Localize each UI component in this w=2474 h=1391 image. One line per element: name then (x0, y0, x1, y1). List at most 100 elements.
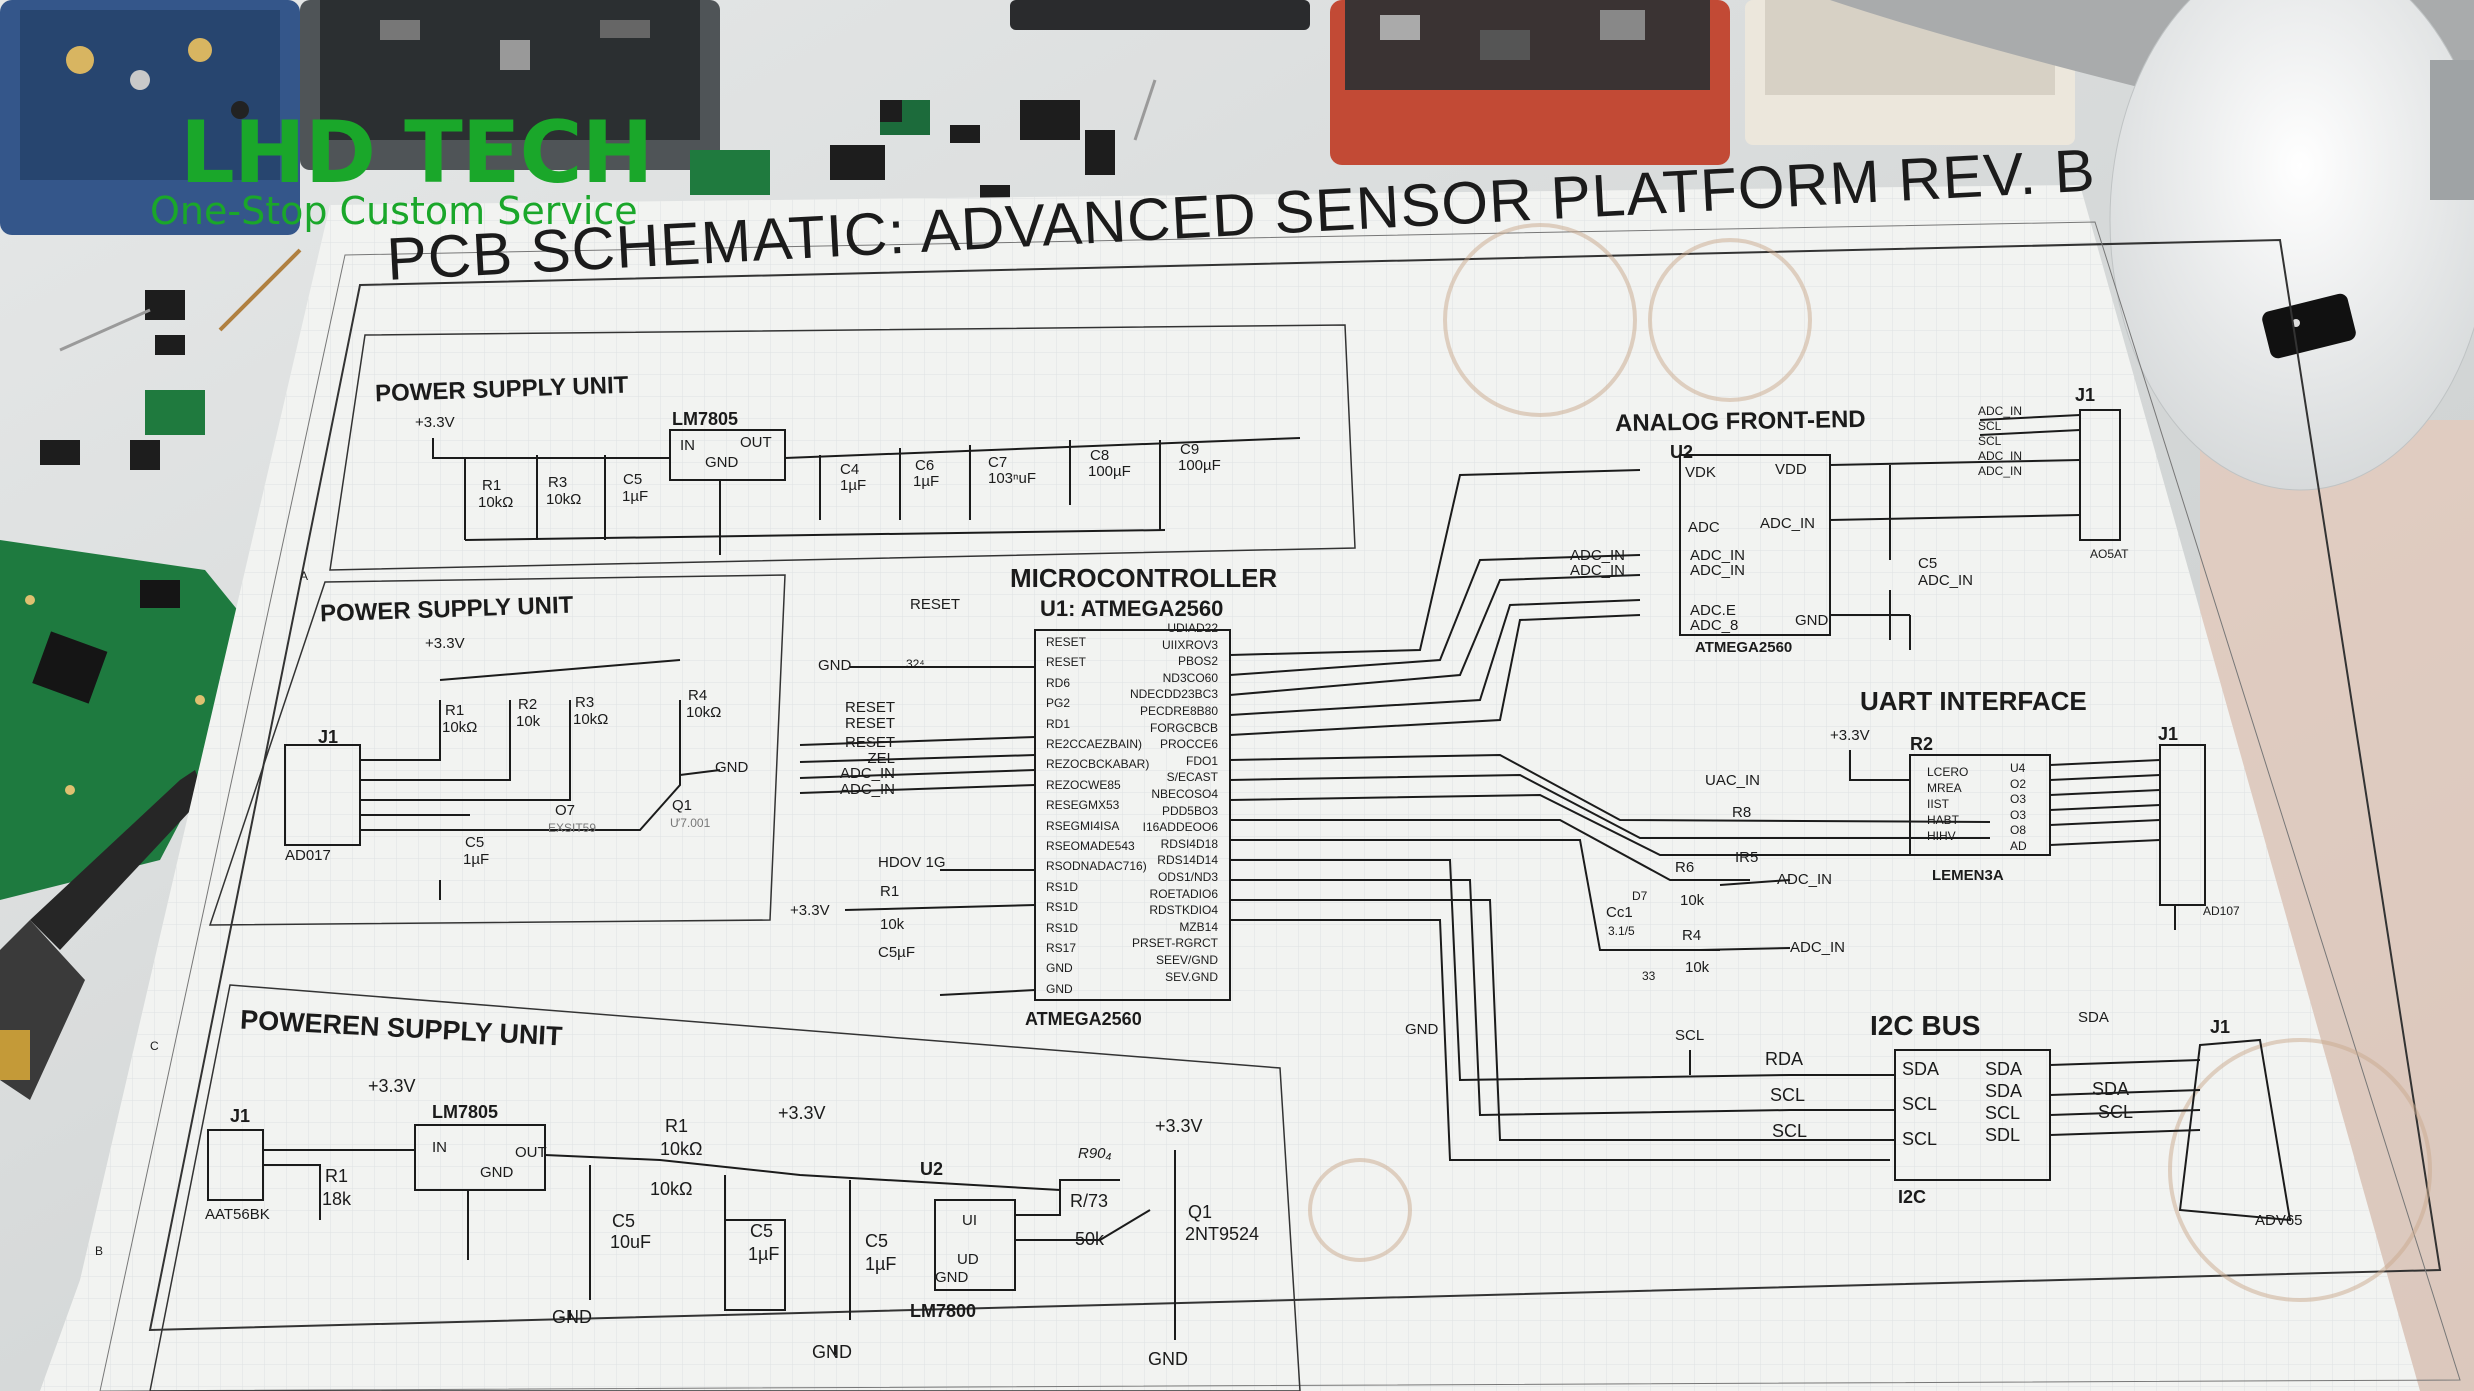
psu3-r1b: R1 (665, 1116, 689, 1136)
i2c-part: I2C (1898, 1187, 1927, 1207)
psu2-o7: O7 (555, 802, 576, 819)
mcu-left-pin-5: RE2CCAEZBAIN) (1046, 737, 1143, 751)
psu3-u2: U2 (920, 1159, 944, 1179)
psu2-q1-part: Ư7.001 (670, 816, 711, 830)
afe-gnd: GND (1795, 612, 1829, 629)
mcu-right-pin-20: SEEV/GND (1155, 953, 1218, 967)
uart-chip-right-pin-3: O3 (2010, 807, 2027, 822)
psu3-c5c: C5 (865, 1231, 889, 1251)
mcu-reset-top: RESET (910, 596, 961, 613)
psu3-reg-in: IN (432, 1139, 447, 1156)
mcu-left-pin-3: PG2 (1046, 696, 1071, 711)
uart-r8-value: IR5 (1735, 849, 1759, 866)
mcu-left-input-0: RESET (844, 699, 895, 716)
i2c-sda-top: SDA (2078, 1009, 2109, 1026)
mcu-right-pin-12: I16ADDEOO6 (1142, 820, 1218, 835)
psu3-rail3: +3.3V (1155, 1116, 1203, 1136)
mcu-left-pin-17: GND (1046, 981, 1073, 996)
zone-a: A (300, 569, 309, 583)
psu3-r1: R1 (325, 1166, 349, 1186)
psu1-c8: C8 (1090, 447, 1110, 464)
psu2-c5-value: 1µF (463, 851, 490, 868)
psu3-r1-value: 18k (322, 1189, 352, 1209)
mcu-left-pin-7: REZOCWE85 (1046, 777, 1121, 792)
afe-vdk: VDK (1685, 464, 1716, 481)
mcu-left-pin-14: RS1D (1046, 920, 1079, 935)
mcu-right-pin-13: RDSI4D18 (1160, 836, 1218, 851)
uart-chip-right-pin-4: O8 (2010, 823, 2027, 837)
uart-j1-part: AD107 (2203, 904, 2240, 918)
section-boxes (149, 324, 1356, 1391)
drawing-frame (148, 238, 2442, 1332)
psu2-j1-part: AD017 (285, 847, 331, 864)
schematic-wires (207, 409, 2292, 1355)
mcu-right-pin-17: RDSTKDIO4 (1149, 903, 1218, 918)
psu3-c5a: C5 (612, 1211, 636, 1231)
mcu-left-pin-9: RSEGMI4ISA (1046, 818, 1120, 833)
uart-chip-part: LEMEN3A (1932, 867, 2004, 884)
uart-chip-right-pin-1: O2 (2010, 776, 2027, 791)
mcu-left-pin-15: RS17 (1046, 941, 1077, 955)
mcu-left-input-3: ZEL (867, 749, 895, 767)
psu3-j1: J1 (230, 1106, 251, 1126)
mcu-left-input-2: RESET (844, 734, 895, 751)
mcu-left-pin-1: RESET (1046, 655, 1087, 670)
uart-r4-value: 10k (1685, 959, 1710, 976)
afe-u2: U2 (1670, 442, 1694, 462)
desk-lamp (1830, 0, 2474, 491)
psu1-c4: C4 (840, 461, 860, 478)
psu3-rail: +3.3V (368, 1076, 416, 1096)
uart-chip-right-pin-5: AD (2010, 838, 2027, 853)
psu1-c7: C7 (988, 454, 1008, 471)
mcu-hdov: HDOV 1G (878, 854, 946, 871)
uart-chip-left-pin-2: IIST (1927, 797, 1950, 811)
mcu-left-pin-0: RESET (1046, 635, 1087, 649)
psu1-r1: R1 (482, 477, 502, 494)
i2c-chip-right-pin-2: SCL (1985, 1103, 2021, 1123)
zone-b: B (95, 1244, 104, 1258)
psu2-j1: J1 (318, 727, 339, 747)
mcu-left-pin-10: RSEOMADE543 (1046, 839, 1135, 853)
i2c-chip-right-pin-0: SDA (1985, 1059, 2023, 1079)
psu3-r90: R90₄ (1078, 1145, 1112, 1162)
green-pcb-board (0, 540, 270, 900)
afe-c5: C5 (1918, 555, 1938, 572)
mcu-right-pin-8: FDO1 (1185, 753, 1218, 768)
psu1-r3: R3 (548, 474, 568, 491)
psu3-j1-part: AAT56BK (205, 1206, 270, 1223)
mcu-right-pin-14: RDS14D14 (1157, 853, 1218, 868)
afe-j1-label-3: ADC_IN (1978, 449, 2023, 463)
i2c-rda: RDA (1765, 1049, 1804, 1069)
afe-ext-adc-in1: ADC_IN (1570, 547, 1626, 564)
afe-adc-in-pin: ADC_IN (1760, 515, 1816, 532)
psu3-gnd2: GND (812, 1342, 852, 1362)
afe-j1-part: AO5AT (2090, 547, 2129, 561)
psu3-c5c-value: 1µF (865, 1254, 897, 1274)
mcu-right-pin-19: PRSET-RGRCT (1131, 936, 1218, 951)
psu1-c9-value: 100µF (1178, 457, 1221, 474)
mcu-left-pin-11: RSODNADAC716) (1046, 859, 1147, 874)
psu1-reg-in: IN (680, 437, 695, 454)
afe-adc-in3: ADC_IN (1690, 562, 1746, 579)
uart-r8: R8 (1732, 804, 1752, 821)
mcu-gnd-right: GND (1405, 1021, 1439, 1038)
mcu-left-pin-6: REZOCBCKABAR) (1046, 757, 1150, 772)
psu2-r4-value: 10kΩ (686, 704, 722, 721)
uart-chip-left-pin-3: HABT (1927, 813, 1960, 827)
uart-chip-left-pin-0: LCERO (1927, 765, 1969, 779)
uart-chip-left-pin-1: MREA (1927, 781, 1962, 795)
mcu-right-pin-18: MZB14 (1179, 919, 1218, 934)
psu1-c7-value: 103ⁿuF (988, 470, 1037, 487)
psu1-rail: +3.3V (415, 414, 455, 431)
mcu-right-pin-5: PECDRE8B80 (1139, 704, 1218, 718)
uart-r4: R4 (1682, 927, 1702, 944)
mcu-gnd-left: GND (818, 657, 852, 674)
uart-chip-right-pin-2: O3 (2010, 792, 2027, 806)
psu2-gnd: GND (715, 759, 749, 776)
mcu-right-pin-11: PDD5BO3 (1161, 803, 1218, 818)
uart-adc-in2: ADC_IN (1790, 939, 1846, 956)
psu2-o7-part: EXSIT59 (548, 821, 597, 835)
mcu-left-pin-12: RS1D (1046, 879, 1079, 894)
psu1-c4-value: 1µF (840, 477, 867, 494)
